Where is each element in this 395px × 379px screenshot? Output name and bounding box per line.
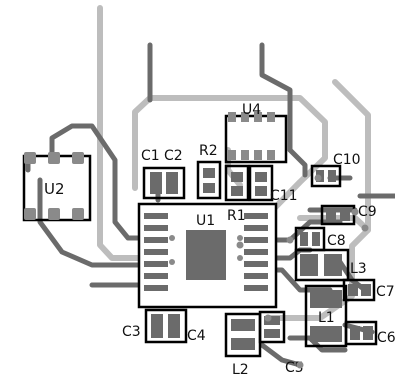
r1-footprint: R1	[224, 164, 250, 224]
c11-label: C11	[270, 188, 298, 204]
c8-footprint: C8	[294, 226, 346, 252]
trace-bottom-right	[287, 335, 348, 353]
u1-footprint: U1	[137, 202, 278, 309]
l2-footprint: L2	[224, 312, 262, 378]
c7-label: C7	[376, 284, 395, 300]
c11-footprint: C11	[248, 164, 298, 204]
c3-label: C3	[122, 324, 141, 340]
c9-footprint: C9	[320, 204, 377, 226]
c1-c2-footprint: C1 C2	[141, 148, 186, 200]
trace-u4-right	[287, 147, 308, 178]
c10-label: C10	[333, 152, 361, 168]
u1-label: U1	[196, 213, 215, 229]
trace-l2-c5	[259, 342, 303, 368]
vias	[236, 174, 369, 369]
c8-label: C8	[327, 233, 346, 249]
trace-long-left	[97, 5, 143, 261]
l3-label: L3	[350, 261, 367, 277]
r2-footprint: R2	[196, 143, 222, 200]
l1-label: L1	[318, 310, 335, 326]
r2-label: R2	[199, 143, 218, 159]
c9-label: C9	[358, 204, 377, 220]
c6-footprint: C6	[344, 320, 395, 346]
l2-label: L2	[232, 362, 249, 378]
u2-label: U2	[44, 180, 65, 198]
l1-footprint: L1	[304, 284, 348, 348]
u4-label: U4	[242, 102, 261, 118]
c7-footprint: C7	[342, 278, 395, 302]
c4-label: C4	[187, 328, 206, 344]
u4-footprint: U4	[224, 102, 288, 164]
trace-u4-top	[259, 42, 293, 153]
trace-right-diagonal	[265, 79, 371, 321]
c6-label: C6	[377, 330, 395, 346]
l3-footprint: L3	[294, 248, 367, 282]
c1-label: C1	[141, 148, 160, 164]
c2-label: C2	[164, 148, 183, 164]
trace-u1-right-a	[265, 219, 343, 243]
r1-label: R1	[227, 208, 246, 224]
c3-c4-footprint: C3 C4	[122, 308, 206, 344]
trace-u2-upper	[49, 123, 153, 241]
u2-footprint: U2	[22, 152, 92, 222]
trace-u2-loop	[37, 177, 153, 268]
